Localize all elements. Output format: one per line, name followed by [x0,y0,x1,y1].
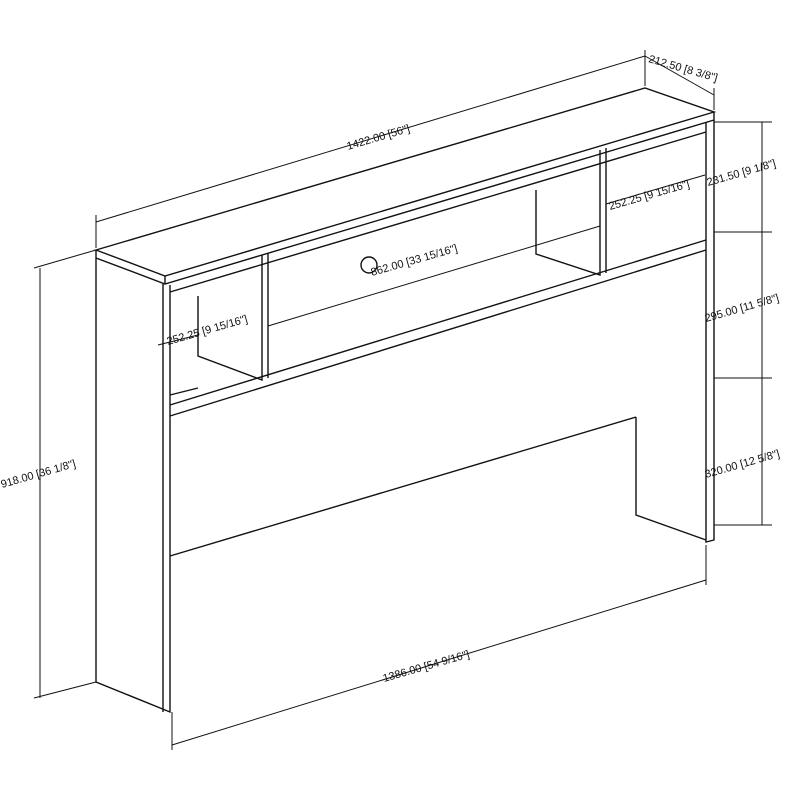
dim-overall-width: 1422.00 [56"] [345,123,411,153]
dim-upper-height: 231.50 [9 1/8"] [706,158,778,189]
dim-depth: 212.50 [8 3/8"] [647,53,719,84]
dim-overall-height: 918.00 [36 1/8"] [0,458,77,491]
dim-middle-height: 295.00 [11 5/8"] [704,292,781,325]
right-panel [705,120,715,543]
lower-rail [169,416,637,557]
dimension-lines [33,50,772,750]
dim-right-compartment: 252.25 [9 15/16"] [608,178,691,213]
shelf [169,239,707,406]
headboard-outline [93,87,717,714]
dim-inner-width: 1386.00 [54 9/16"] [382,649,471,685]
dimension-labels: 1422.00 [56"] 212.50 [8 3/8"] 231.50 [9 … [0,53,781,685]
cable-hole [360,256,378,274]
right-divider [535,150,601,276]
dim-center-opening: 862.00 [33 15/16"] [370,243,459,279]
dim-left-compartment: 252.25 [9 15/16"] [166,313,249,348]
dim-lower-height: 320.00 [12 5/8"] [704,448,782,481]
left-panel [95,258,171,714]
top-board [93,87,717,277]
left-divider [197,255,263,382]
